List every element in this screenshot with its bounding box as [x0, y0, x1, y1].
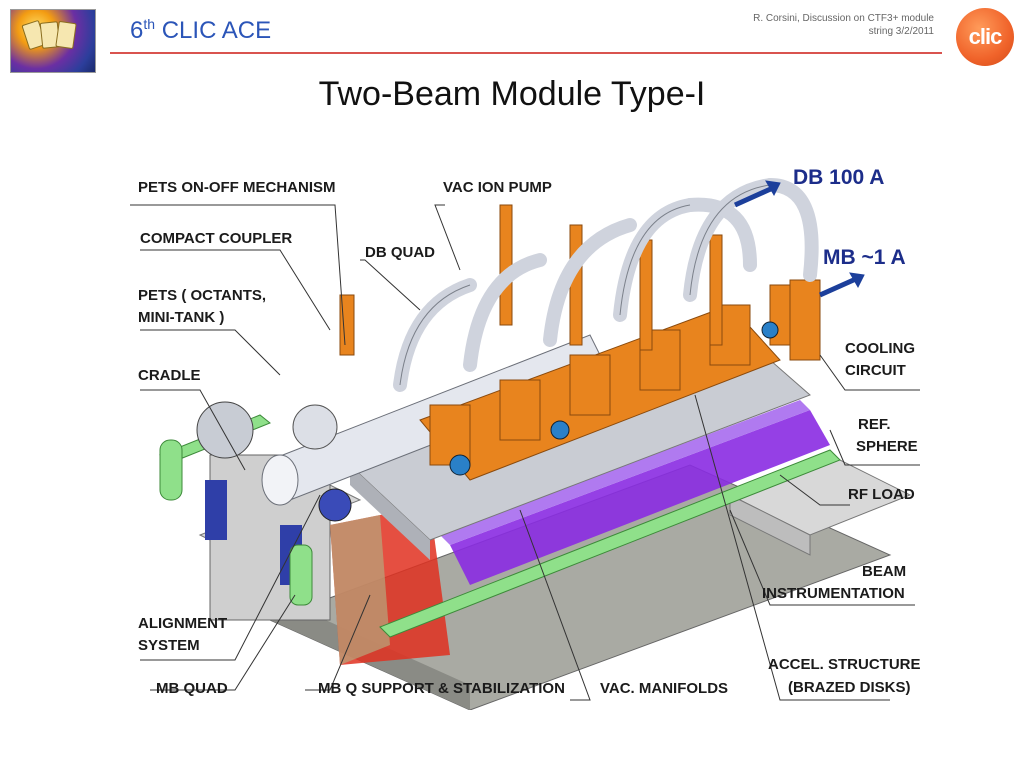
pets-flange	[292, 404, 338, 450]
pets-flange-2	[196, 401, 254, 459]
label-mb-quad: MB QUAD	[156, 680, 228, 697]
header-title-text: CLIC ACE	[155, 17, 272, 44]
machine-bed-side	[350, 465, 430, 560]
label-rf-load: RF LOAD	[848, 486, 915, 503]
label-accel-l2: (BRAZED DISKS)	[788, 679, 911, 696]
accel-structure	[450, 410, 830, 585]
module-diagram: PETS ON-OFF MECHANISM COMPACT COUPLER PE…	[130, 165, 930, 710]
label-mb-beam: MB ~1 A	[823, 246, 906, 269]
label-ref-l1: REF.	[858, 416, 891, 433]
ref-sphere-2	[550, 420, 570, 440]
support-block-right-side	[729, 494, 811, 556]
label-pets-l2: MINI-TANK )	[138, 309, 225, 326]
label-pets-onoff: PETS ON-OFF MECHANISM	[138, 179, 336, 196]
copper-modules	[339, 204, 821, 481]
label-alignment-l1: ALIGNMENT	[138, 615, 228, 632]
green-rail-block	[159, 439, 183, 501]
label-beam-l2: INSTRUMENTATION	[762, 585, 905, 602]
clic-logo-text: clic	[968, 24, 1003, 49]
pets-tank-end	[261, 454, 299, 506]
accel-structure-top	[440, 400, 810, 545]
slide-title: Two-Beam Module Type-I	[318, 75, 706, 113]
waveguide-outlines	[399, 184, 771, 386]
label-ref-l2: SPHERE	[856, 438, 918, 455]
leader-lines	[130, 204, 920, 701]
cradle-column-blue	[205, 480, 227, 540]
green-rail-block-2	[289, 544, 313, 606]
label-cradle: CRADLE	[138, 367, 201, 384]
label-accel-l1: ACCEL. STRUCTURE	[768, 656, 921, 673]
label-vac-manifolds: VAC. MANIFOLDS	[600, 680, 729, 697]
label-beam-l1: BEAM	[862, 563, 907, 580]
beam-arrows	[733, 180, 865, 298]
label-vac-ion-pump: VAC ION PUMP	[443, 179, 552, 196]
green-rail-front	[379, 449, 841, 638]
coupler-disk	[318, 488, 352, 522]
header-title-superscript: th	[143, 16, 156, 32]
label-db-beam: DB 100 A	[793, 166, 885, 189]
label-db-quad: DB QUAD	[365, 244, 435, 261]
ref-sphere-3	[761, 321, 779, 339]
meta-date: string 3/2/2011	[868, 26, 934, 37]
header-title-number: 6	[130, 17, 144, 44]
meta-author: R. Corsini, Discussion on CTF3+ module	[753, 13, 934, 24]
ref-sphere	[449, 454, 471, 476]
header-meta: R. Corsini, Discussion on CTF3+ module s…	[730, 12, 934, 38]
module-drawing	[130, 178, 920, 710]
label-cooling-l1: COOLING	[845, 340, 915, 357]
header-divider	[110, 52, 942, 54]
label-cooling-l2: CIRCUIT	[845, 362, 906, 379]
label-compact-coupler: COMPACT COUPLER	[140, 230, 293, 247]
header-title: 6th CLIC ACE	[130, 16, 271, 45]
label-alignment-l2: SYSTEM	[138, 637, 200, 654]
ace-logo	[10, 9, 96, 73]
mb-quad-support-shade	[330, 515, 390, 665]
clic-logo: clic	[956, 8, 1014, 66]
label-pets-l1: PETS ( OCTANTS,	[138, 287, 267, 304]
label-mbq-support: MB Q SUPPORT & STABILIZATION	[318, 680, 565, 697]
